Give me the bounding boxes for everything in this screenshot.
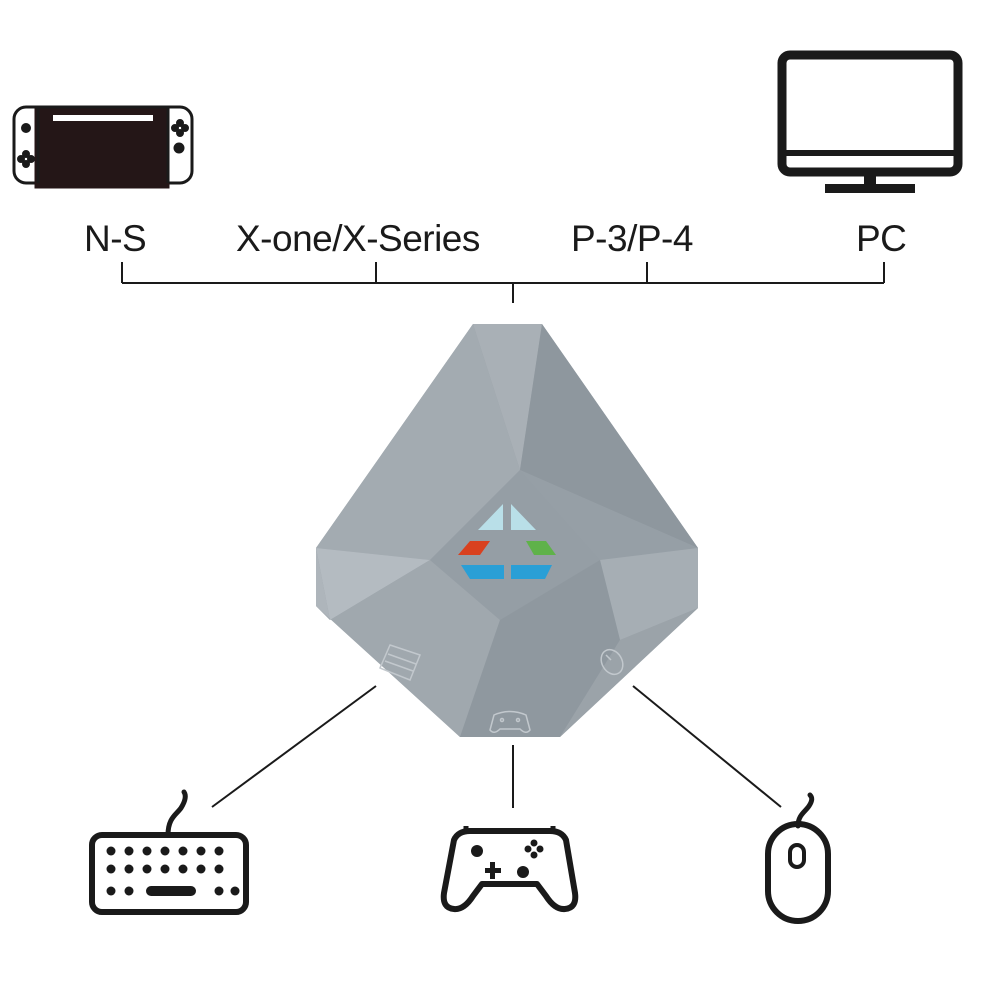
label-p3-p4: P-3/P-4: [571, 218, 693, 259]
gamepad-icon: [440, 826, 579, 913]
keyboard-icon: [89, 789, 249, 915]
handheld-console-icon: [12, 105, 194, 189]
led-left: [458, 541, 490, 555]
label-ns: N-S: [84, 218, 147, 259]
device-gamepad-emboss-icon: [489, 710, 531, 733]
converter-device: [316, 324, 698, 737]
platform-connector-lines: [121, 262, 885, 303]
mouse-icon: [765, 792, 831, 924]
label-xone-xseries: X-one/X-Series: [236, 218, 480, 259]
led-bottom-right: [511, 565, 552, 579]
led-right: [526, 541, 556, 555]
label-pc: PC: [856, 218, 907, 259]
led-bottom-left: [461, 565, 504, 579]
peripheral-connector-lines: [211, 685, 782, 808]
device-keyboard-emboss-icon: [379, 644, 421, 681]
led-top-right: [511, 504, 536, 530]
device-mouse-emboss-icon: [600, 648, 624, 676]
led-top-left: [478, 504, 503, 530]
monitor-icon: [777, 50, 963, 193]
